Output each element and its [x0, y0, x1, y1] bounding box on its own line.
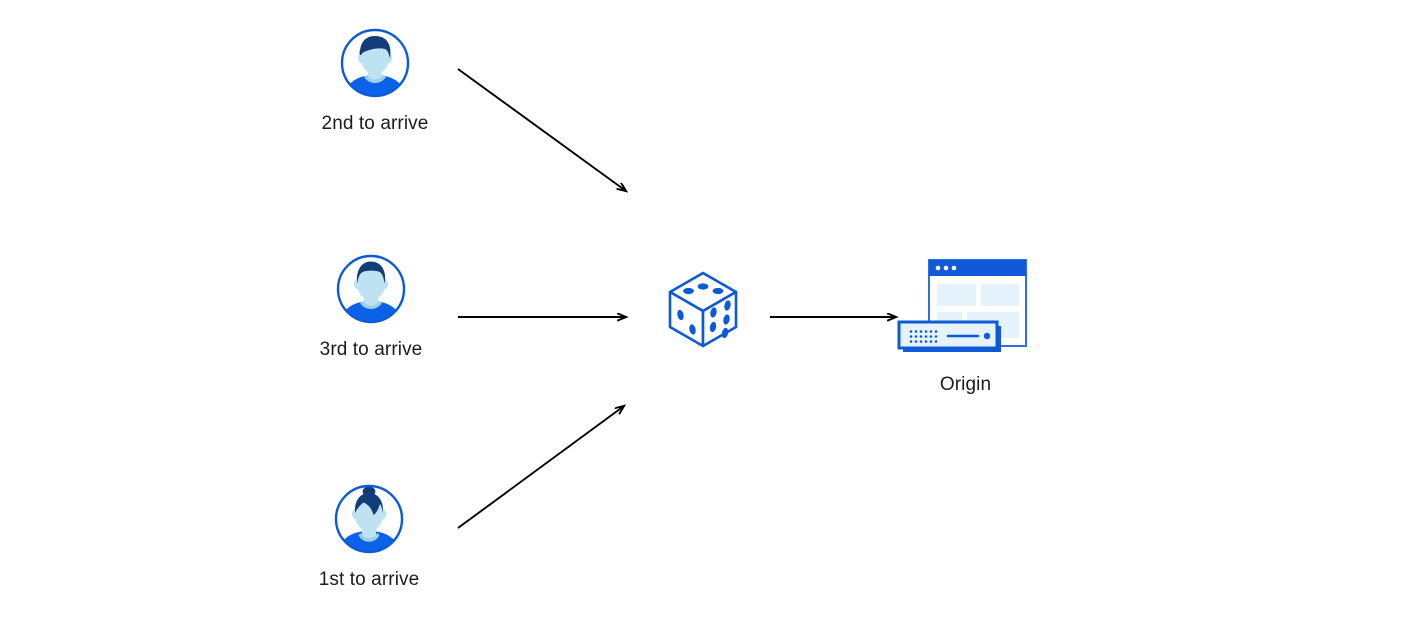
- edge-user2-dice: [457, 68, 626, 191]
- user-avatar-icon: [335, 251, 407, 327]
- node-user-2nd[interactable]: 2nd to arrive: [311, 25, 439, 135]
- edge-user1-dice: [457, 406, 624, 529]
- node-dice-randomizer[interactable]: [663, 267, 743, 351]
- server-device-icon: [897, 320, 1001, 352]
- node-user-1st[interactable]: 1st to arrive: [305, 481, 433, 591]
- node-label-user-3rd: 3rd to arrive: [319, 339, 423, 360]
- node-label-origin: Origin: [939, 374, 992, 395]
- user-avatar-icon: [339, 25, 411, 101]
- node-label-user-1st: 1st to arrive: [318, 569, 420, 590]
- node-user-3rd[interactable]: 3rd to arrive: [307, 251, 435, 361]
- node-label-user-2nd: 2nd to arrive: [321, 113, 429, 134]
- dice-icon: [663, 267, 743, 351]
- origin-server-icon: [893, 252, 1038, 362]
- node-origin-server[interactable]: Origin: [893, 252, 1038, 396]
- user-avatar-icon: [333, 481, 405, 557]
